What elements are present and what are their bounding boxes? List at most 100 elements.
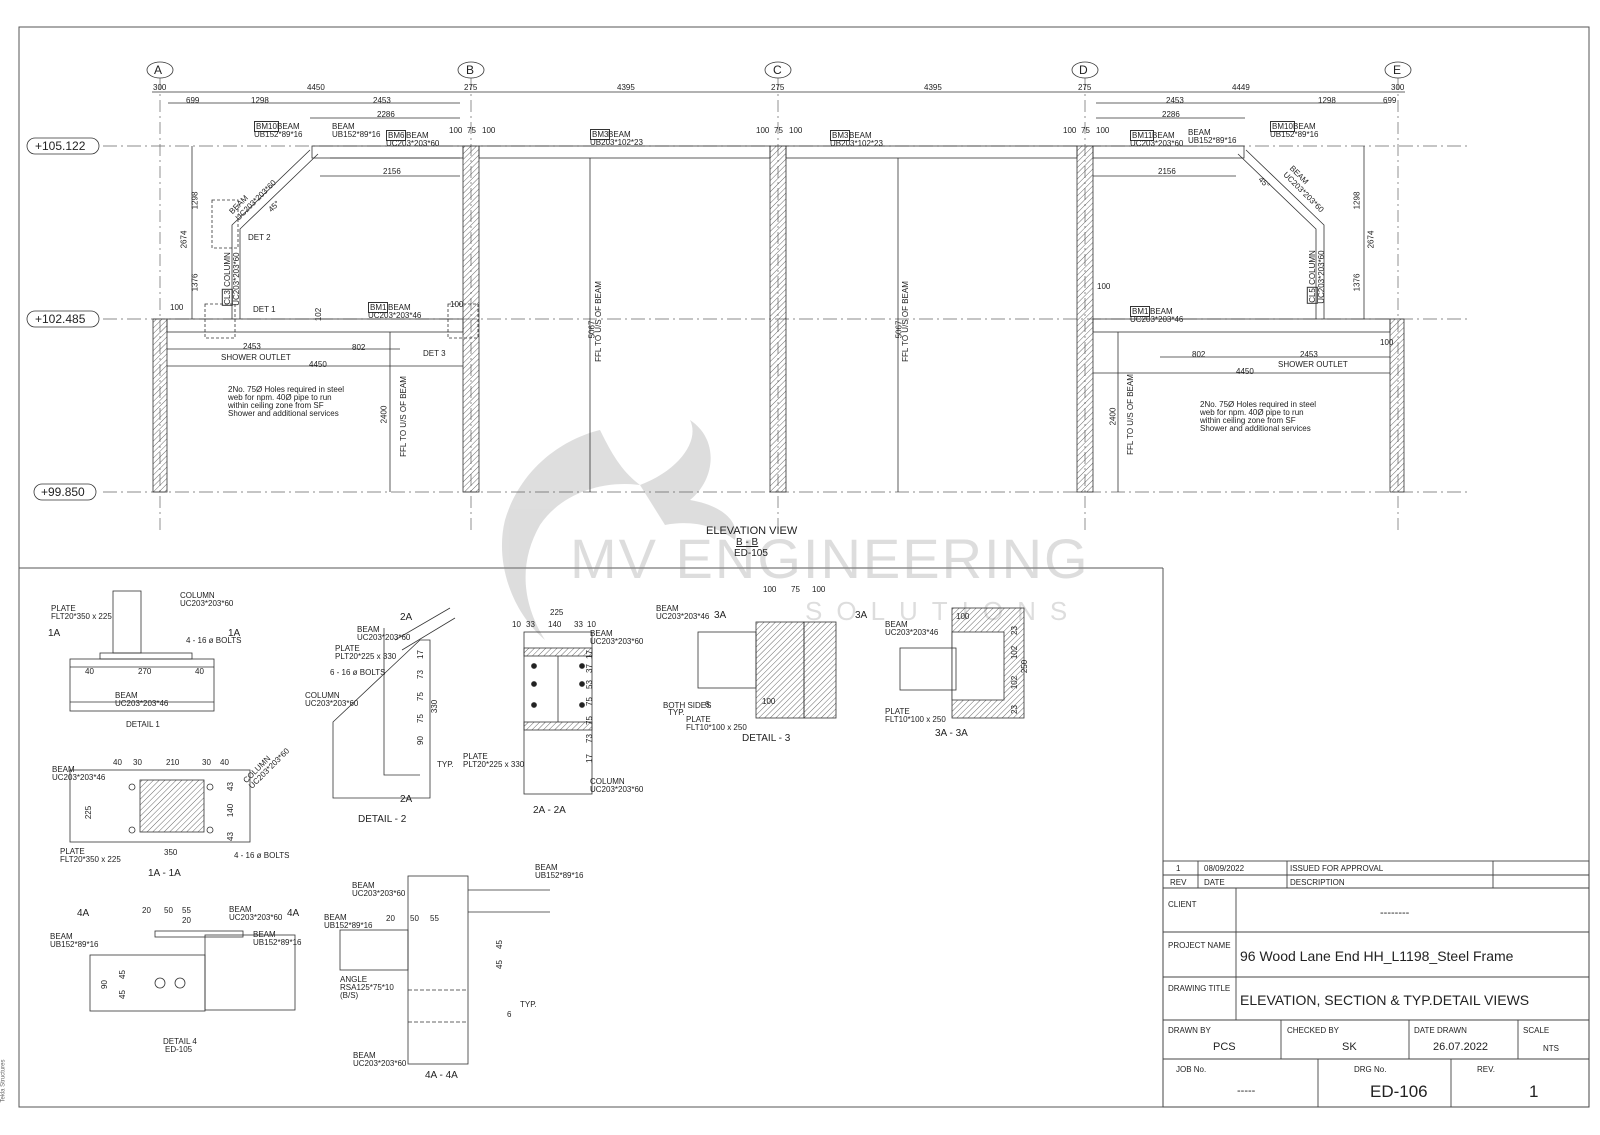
scale-value: NTS: [1543, 1044, 1559, 1053]
detail-3-title: DETAIL - 3: [742, 733, 791, 744]
rev-value: 1: [1529, 1082, 1539, 1101]
drawing-title-label: DRAWING TITLE: [1168, 984, 1231, 993]
column-c: [769, 145, 787, 493]
level-bottom-label: +99.850: [41, 485, 85, 499]
watermark-dragon-icon: [501, 430, 640, 640]
tag-bm6: BM6: [386, 130, 407, 141]
dim-4450-a: 4450: [307, 83, 325, 92]
checked-by-label: CHECKED BY: [1287, 1026, 1340, 1035]
level-top-label: +105.122: [35, 139, 86, 153]
drawing-title-value: ELEVATION, SECTION & TYP.DETAIL VIEWS: [1240, 992, 1530, 1008]
d2-cut-top: 2A: [400, 612, 413, 623]
diagonal-beam-left: [231, 149, 311, 319]
dim-2400-b: 2400: [1108, 407, 1118, 426]
dim-275-c: 275: [1078, 83, 1092, 92]
section-2a: [523, 631, 593, 795]
d3-cut: 3A: [714, 610, 727, 621]
dim-1298-c: 1298: [190, 191, 200, 210]
dim-2400-a: 2400: [379, 405, 389, 424]
section-1a-title: 1A - 1A: [148, 868, 181, 879]
dim-2286-b: 2286: [1162, 110, 1180, 119]
dim-1298-a: 1298: [251, 96, 269, 105]
section-4a-title: 4A - 4A: [425, 1070, 458, 1081]
tag-bm3-left: BM3: [590, 129, 611, 140]
rev-label: REV.: [1477, 1065, 1495, 1074]
grid-label-d: D: [1079, 63, 1088, 77]
dim-300-a: 300: [153, 83, 167, 92]
d2-bolts: 6 - 16 ø BOLTS: [330, 668, 386, 677]
column-a: [152, 318, 168, 493]
dim-100-i: 100: [1097, 282, 1111, 291]
det1-label: DET 1: [253, 305, 276, 314]
beam-bm1-right: [1092, 318, 1391, 333]
project-name-value: 96 Wood Lane End HH_L1198_Steel Frame: [1240, 948, 1514, 964]
elevation-title: ELEVATION VIEW: [706, 525, 798, 537]
det3-label: DET 3: [423, 349, 446, 358]
drg-no-label: DRG No.: [1354, 1065, 1387, 1074]
dim-2453-c: 2453: [243, 342, 261, 351]
dim-1298-d: 1298: [1352, 191, 1362, 210]
tag-bm3-right: BM3: [830, 130, 851, 141]
rev-header: REV: [1170, 878, 1187, 887]
level-tag-mid: [26, 310, 100, 328]
tag-bm1-right: BM1: [1130, 306, 1151, 317]
ffl-label-4: FFL TO U/S OF BEAM: [1125, 374, 1135, 455]
dim-4450-b: 4450: [309, 360, 327, 369]
project-name-label: PROJECT NAME: [1168, 941, 1231, 950]
checked-by-value: SK: [1342, 1041, 1357, 1053]
dim-2156-b: 2156: [1158, 167, 1176, 176]
beam-bm3-left: [478, 145, 771, 159]
d4-cut-right: 4A: [287, 908, 300, 919]
tag-bm11: BM11: [1130, 130, 1155, 141]
detail-1-title: DETAIL 1: [126, 720, 160, 729]
grid-label-b: B: [466, 63, 475, 77]
detail-2-title: DETAIL - 2: [358, 814, 407, 825]
dim-4450-c: 4450: [1236, 367, 1254, 376]
diagonal-beam-right: [1245, 149, 1325, 319]
drawn-by-label: DRAWN BY: [1168, 1026, 1211, 1035]
column-d: [1076, 145, 1094, 493]
dim-2674-a: 2674: [179, 230, 189, 249]
dim-75-a: 75: [467, 126, 476, 135]
dim-1376-a: 1376: [190, 273, 200, 292]
section-3a-title: 3A - 3A: [935, 728, 968, 739]
sheet-border: [18, 26, 1590, 1108]
elevation-view: [26, 61, 1470, 530]
title-block-grid: [1162, 860, 1590, 1108]
d1-cut-right: 1A: [228, 628, 241, 639]
drawn-by-value: PCS: [1213, 1041, 1236, 1053]
dim-100-e: 100: [1063, 126, 1077, 135]
tag-bm10-right: BM10: [1270, 121, 1295, 132]
dim-1298-b: 1298: [1318, 96, 1336, 105]
dim-100-h: 100: [450, 300, 464, 309]
scale-label: SCALE: [1523, 1026, 1550, 1035]
dim-100-c: 100: [756, 126, 770, 135]
column-e: [1389, 318, 1405, 493]
date-drawn-label: DATE DRAWN: [1414, 1026, 1467, 1035]
dim-4395-a: 4395: [617, 83, 635, 92]
d4-cut-left: 4A: [77, 908, 90, 919]
watermark-main-text: MV ENGINEERING: [570, 527, 1090, 590]
tag-bm10-left: BM10: [254, 121, 279, 132]
grid-bubble-d: [1071, 61, 1099, 79]
software-watermark: Tekla Structures: [0, 1059, 7, 1103]
grid-label-e: E: [1393, 63, 1402, 77]
detail-4-ref: ED-105: [165, 1045, 193, 1054]
date-header: DATE: [1204, 878, 1225, 887]
level-tag-bottom: [33, 483, 97, 501]
dim-2453-a: 2453: [373, 96, 391, 105]
